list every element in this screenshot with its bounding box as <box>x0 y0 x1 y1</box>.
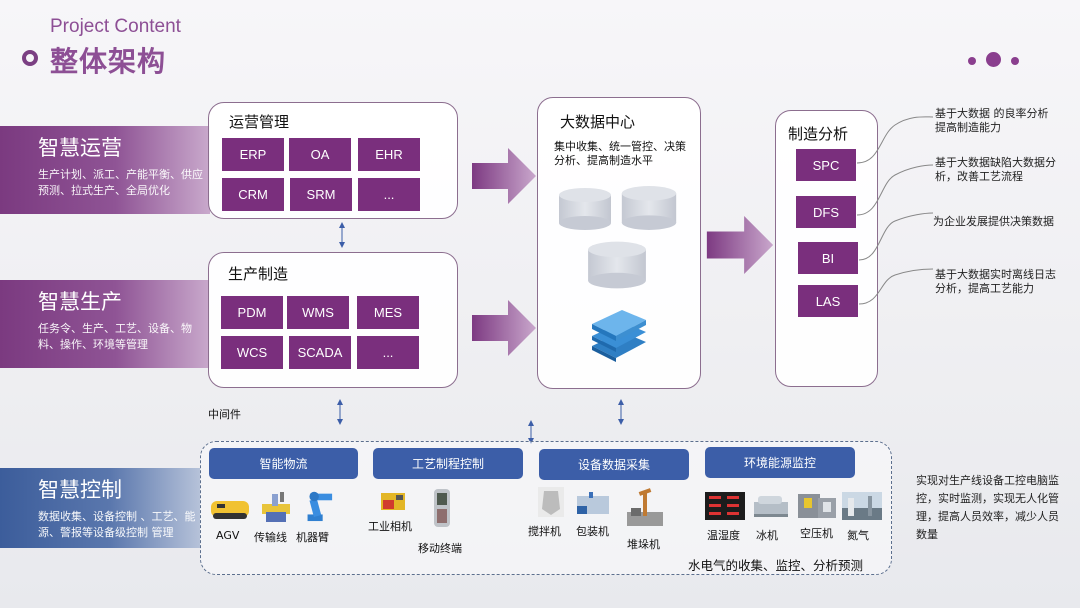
chiller-icon <box>754 496 788 517</box>
device-label: AGV <box>216 529 240 542</box>
device-label: 移动终端 <box>418 542 462 555</box>
device-label: 冰机 <box>756 529 778 542</box>
control-footer-text: 水电气的收集、监控、分析预测 <box>688 558 864 573</box>
module-pdm: PDM <box>221 296 283 329</box>
temperature-humidity-display-icon <box>705 492 745 520</box>
module-bi: BI <box>798 242 858 274</box>
air-compressor-icon <box>798 494 836 518</box>
module-crm: CRM <box>222 178 284 211</box>
device-label: 传输线 <box>254 531 287 544</box>
module-erp: ERP <box>222 138 284 171</box>
device-label: 工业相机 <box>368 520 412 533</box>
mobile-terminal-icon <box>434 489 450 527</box>
module-more: ... <box>358 178 420 211</box>
device-label: 搅拌机 <box>528 525 561 538</box>
big-data-desc: 集中收集、统一管控、决策分析、提高制造水平 <box>554 140 686 167</box>
robot-arm-icon <box>307 491 333 522</box>
band-smart-operations: 智慧运营 生产计划、派工、产能平衡、供应预测、拉式生产、全局优化 <box>0 126 210 214</box>
analysis-note: 基于大数据 的良率分析提高制造能力 <box>935 107 1049 134</box>
analysis-note: 基于大数据实时离线日志分析，提高工艺能力 <box>935 268 1056 295</box>
mixer-icon <box>538 487 564 517</box>
right-arrow-icon <box>472 148 536 204</box>
right-arrow-icon <box>706 216 774 274</box>
box-title: 制造分析 <box>788 125 849 143</box>
manufacturing-analysis-box: 制造分析 SPC DFS BI LAS <box>775 110 878 387</box>
production-manufacturing-box: 生产制造 PDM WMS MES WCS SCADA ... <box>208 252 458 388</box>
module-ehr: EHR <box>358 138 420 171</box>
band-smart-production: 智慧生产 任务令、生产、工艺、设备、物料、操作、环境等管理 <box>0 280 210 368</box>
page-title: 整体架构 <box>50 45 167 78</box>
band-desc: 任务令、生产、工艺、设备、物料、操作、环境等管理 <box>38 322 192 351</box>
bidirectional-arrow-icon <box>337 399 343 425</box>
database-icon <box>559 188 611 230</box>
operations-management-box: 运营管理 ERP OA EHR CRM SRM ... <box>208 102 458 219</box>
control-side-note: 实现对生产线设备工控电脑监控，实时监测，实现无人化管理，提高人员效率，减少人员数… <box>916 474 1059 541</box>
bidirectional-arrow-icon <box>339 222 345 248</box>
box-title: 大数据中心 <box>560 113 636 131</box>
box-title: 生产制造 <box>228 265 289 283</box>
module-wms: WMS <box>287 296 349 329</box>
band-smart-control: 智慧控制 数据收集、设备控制 、工艺、能源、警报等设备级控制 管理 <box>0 468 200 548</box>
device-label: 空压机 <box>800 527 833 540</box>
category-process-control: 工艺制程控制 <box>373 448 523 479</box>
module-spc: SPC <box>796 149 856 181</box>
right-arrow-icon <box>472 300 536 356</box>
module-srm: SRM <box>290 178 352 211</box>
stacked-books-icon <box>592 310 646 362</box>
ring-bullet-icon <box>22 50 38 66</box>
connector-curves <box>856 116 934 305</box>
category-environment-energy: 环境能源监控 <box>705 447 855 478</box>
dot-large-icon <box>986 52 1001 67</box>
band-title: 智慧运营 <box>38 136 122 160</box>
band-title: 智慧控制 <box>38 478 122 502</box>
module-mes: MES <box>357 296 419 329</box>
palletizer-icon <box>627 488 663 526</box>
device-label: 包装机 <box>576 525 609 538</box>
big-data-center-box: 大数据中心 集中收集、统一管控、决策分析、提高制造水平 <box>537 97 701 389</box>
dot-small-icon <box>1011 57 1019 65</box>
database-icon <box>621 186 677 230</box>
module-more: ... <box>357 336 419 369</box>
category-smart-logistics: 智能物流 <box>209 448 358 479</box>
middleware-label: 中间件 <box>208 408 241 421</box>
conveyor-icon <box>262 492 290 522</box>
nitrogen-plant-icon <box>842 492 882 520</box>
device-label: 温湿度 <box>707 529 740 542</box>
analysis-note: 基于大数据缺陷大数据分析，改善工艺流程 <box>935 156 1056 183</box>
module-wcs: WCS <box>221 336 283 369</box>
device-label: 机器臂 <box>296 531 329 544</box>
band-desc: 数据收集、设备控制 、工艺、能源、警报等设备级控制 管理 <box>38 510 196 539</box>
device-label: 堆垛机 <box>627 538 660 551</box>
module-dfs: DFS <box>796 196 856 228</box>
bidirectional-arrow-icon <box>618 399 624 425</box>
header-subtitle: Project Content <box>50 16 181 37</box>
industrial-camera-icon <box>381 493 405 510</box>
module-oa: OA <box>289 138 351 171</box>
agv-icon <box>211 501 249 519</box>
analysis-note: 为企业发展提供决策数据 <box>933 215 1054 228</box>
band-desc: 生产计划、派工、产能平衡、供应预测、拉式生产、全局优化 <box>38 168 203 197</box>
module-scada: SCADA <box>289 336 351 369</box>
dot-small-icon <box>968 57 976 65</box>
category-equipment-data: 设备数据采集 <box>539 449 689 480</box>
database-icon <box>588 241 646 289</box>
band-title: 智慧生产 <box>38 290 122 314</box>
box-title: 运营管理 <box>229 113 290 131</box>
module-las: LAS <box>798 285 858 317</box>
device-label: 氮气 <box>847 529 869 542</box>
packaging-machine-icon <box>577 492 609 514</box>
